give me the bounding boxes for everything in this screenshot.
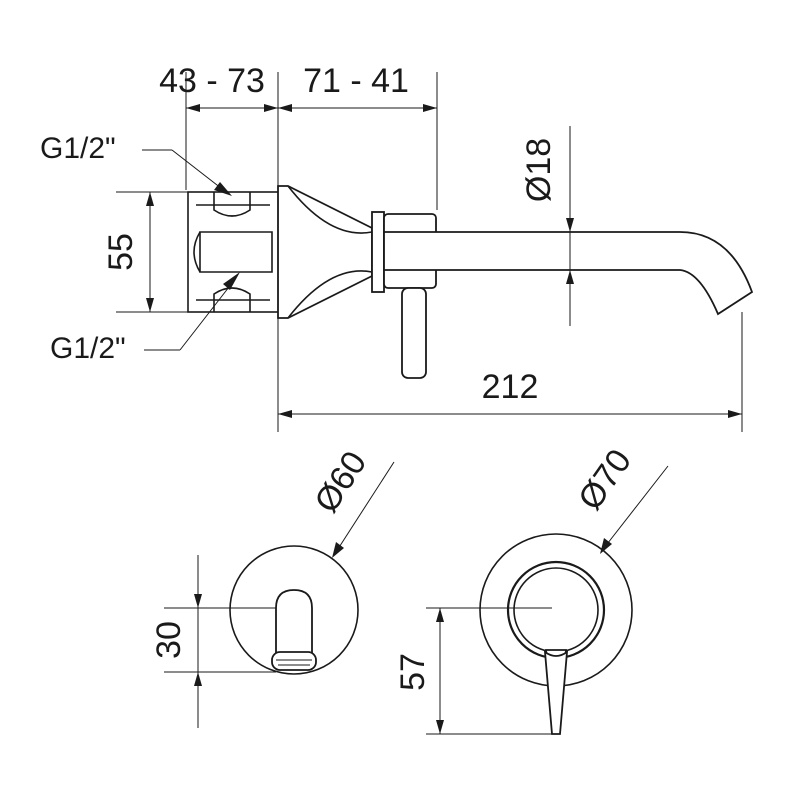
spout-body — [275, 589, 313, 663]
arrow-head — [194, 672, 202, 686]
label-handle-offset: 57 — [394, 653, 432, 691]
arrow-head — [186, 104, 200, 112]
arrow-head — [264, 104, 278, 112]
inlet-bottom — [213, 287, 251, 312]
leader-line — [335, 461, 395, 553]
arrow-head — [600, 538, 612, 554]
arrow-head — [146, 192, 154, 206]
arrow-head — [278, 410, 292, 418]
body-detail — [196, 204, 270, 301]
arrow-head — [566, 270, 574, 284]
leader-line — [603, 465, 669, 549]
valve-cartridge — [199, 231, 273, 273]
aerator-mesh — [276, 659, 312, 666]
handle-knob-outer — [506, 560, 606, 660]
arrow-head — [223, 272, 240, 290]
label-depth-right: 71 - 41 — [303, 62, 409, 100]
spout-collar — [371, 211, 385, 293]
handle-lever-shape — [543, 650, 569, 735]
label-handle-plate-diameter: Ø70 — [571, 442, 639, 516]
valve-cap — [193, 231, 201, 273]
arrow-head — [332, 542, 344, 558]
arrow-head — [728, 410, 742, 418]
spout-plate-circle — [229, 545, 359, 675]
leader-line — [179, 277, 237, 351]
label-total-length: 212 — [482, 368, 539, 406]
label-thread-bottom: G1/2" — [50, 332, 126, 365]
arrow-head — [194, 594, 202, 608]
rough-in-body — [187, 191, 283, 313]
arrow-head — [278, 104, 292, 112]
arrow-head — [436, 608, 444, 622]
handle-plate-view: 57 Ø70 — [394, 442, 669, 735]
side-view: 43 - 73 71 - 41 55 G1/2" G1/2" — [40, 62, 754, 432]
leader-line — [171, 149, 227, 193]
escutcheon — [277, 185, 373, 319]
spout-plate-view: 30 Ø60 — [150, 445, 395, 728]
handle-knob-inner — [513, 567, 599, 653]
label-spout-diameter: Ø18 — [520, 138, 558, 202]
arrow-head — [214, 182, 232, 196]
handle-lever — [401, 287, 427, 379]
escutcheon-curve — [287, 185, 373, 319]
inlet-top — [213, 192, 251, 217]
arrow-head — [146, 298, 154, 312]
label-thread-top: G1/2" — [40, 132, 116, 165]
label-depth-left: 43 - 73 — [159, 62, 265, 100]
arrow-head — [436, 720, 444, 734]
label-spout-offset: 30 — [150, 621, 188, 659]
spout — [383, 231, 754, 316]
aerator — [271, 651, 317, 671]
arrow-head — [566, 218, 574, 232]
label-height: 55 — [102, 233, 140, 271]
arrow-head — [423, 104, 437, 112]
